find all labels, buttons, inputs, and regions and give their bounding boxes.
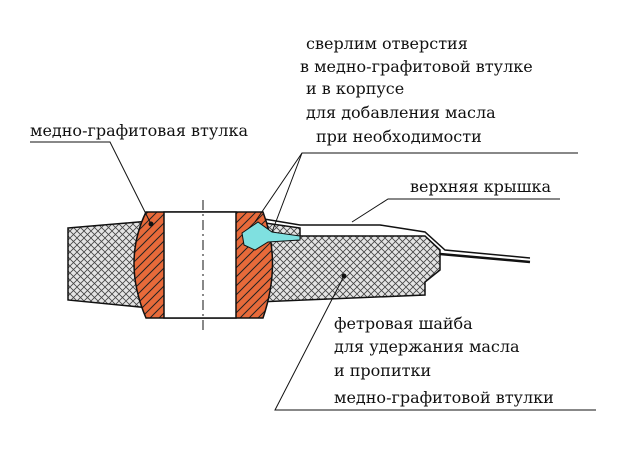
top-cover-outline bbox=[257, 217, 531, 259]
oil-hole bbox=[241, 221, 301, 251]
drill-note-line-1: сверлим отверстия bbox=[306, 34, 468, 53]
bushing-bore bbox=[163, 211, 237, 319]
felt-note-line-3: и пропитки bbox=[334, 361, 432, 380]
felt-note-line-2: для удержания масла bbox=[334, 337, 520, 356]
drill-note-line-2: в медно-графитовой втулке bbox=[300, 57, 533, 76]
drill-note-line-3: и в корпусе bbox=[306, 79, 405, 98]
felt-note-line-1: фетровая шайба bbox=[334, 314, 473, 333]
felt-note-line-4: медно-графитовой втулки bbox=[334, 388, 554, 407]
shaft-wire bbox=[439, 252, 531, 264]
felt-washer-right bbox=[257, 221, 441, 303]
top-cover-label: верхняя крышка bbox=[410, 177, 552, 196]
bushing-leader-line bbox=[30, 141, 152, 225]
cover-leader-line bbox=[351, 198, 560, 223]
bushing-label: медно-графитовая втулка bbox=[30, 121, 249, 140]
drill-leader-line-2 bbox=[271, 152, 303, 233]
felt-leader-line bbox=[274, 275, 596, 411]
drill-note-line-5: при необходимости bbox=[316, 127, 482, 146]
drill-note-line-4: для добавления масла bbox=[306, 103, 496, 122]
